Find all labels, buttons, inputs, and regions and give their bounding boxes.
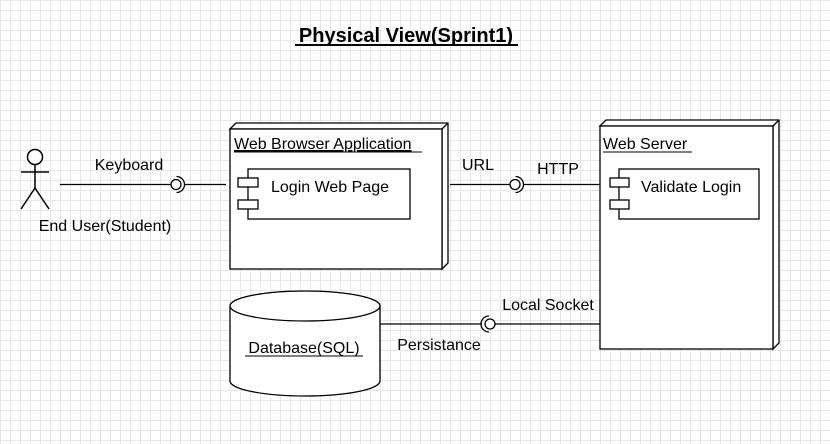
web-server-label: Web Server bbox=[603, 136, 688, 153]
http-interface[interactable] bbox=[450, 175, 600, 194]
component-icon bbox=[609, 177, 630, 188]
component-icon bbox=[609, 199, 630, 210]
local-socket-interface[interactable] bbox=[380, 315, 600, 333]
web-browser-label: Web Browser Application bbox=[234, 136, 412, 153]
database-label: Database(SQL) bbox=[248, 340, 359, 357]
web-server-node[interactable] bbox=[598, 119, 780, 351]
url-label: URL bbox=[462, 157, 494, 174]
component-icon bbox=[237, 177, 259, 188]
end-user-actor[interactable] bbox=[20, 148, 50, 210]
login-web-page-label: Login Web Page bbox=[271, 179, 389, 196]
actor-label: End User(Student) bbox=[39, 218, 172, 235]
local-socket-label: Local Socket bbox=[502, 297, 594, 314]
persistance-label: Persistance bbox=[397, 337, 481, 354]
diagram-title: Physical View(Sprint1) bbox=[299, 25, 513, 47]
http-label: HTTP bbox=[537, 161, 579, 178]
validate-login-label: Validate Login bbox=[641, 179, 741, 196]
actor-head bbox=[26, 148, 44, 166]
actor-right-leg bbox=[34, 187, 50, 210]
keyboard-label: Keyboard bbox=[95, 157, 164, 174]
actor-left-leg bbox=[20, 187, 36, 210]
login-web-page-component[interactable] bbox=[237, 168, 411, 220]
database-node[interactable] bbox=[229, 290, 381, 397]
validate-login-component[interactable] bbox=[609, 168, 760, 220]
keyboard-interface[interactable] bbox=[60, 175, 226, 194]
component-icon bbox=[237, 199, 259, 210]
